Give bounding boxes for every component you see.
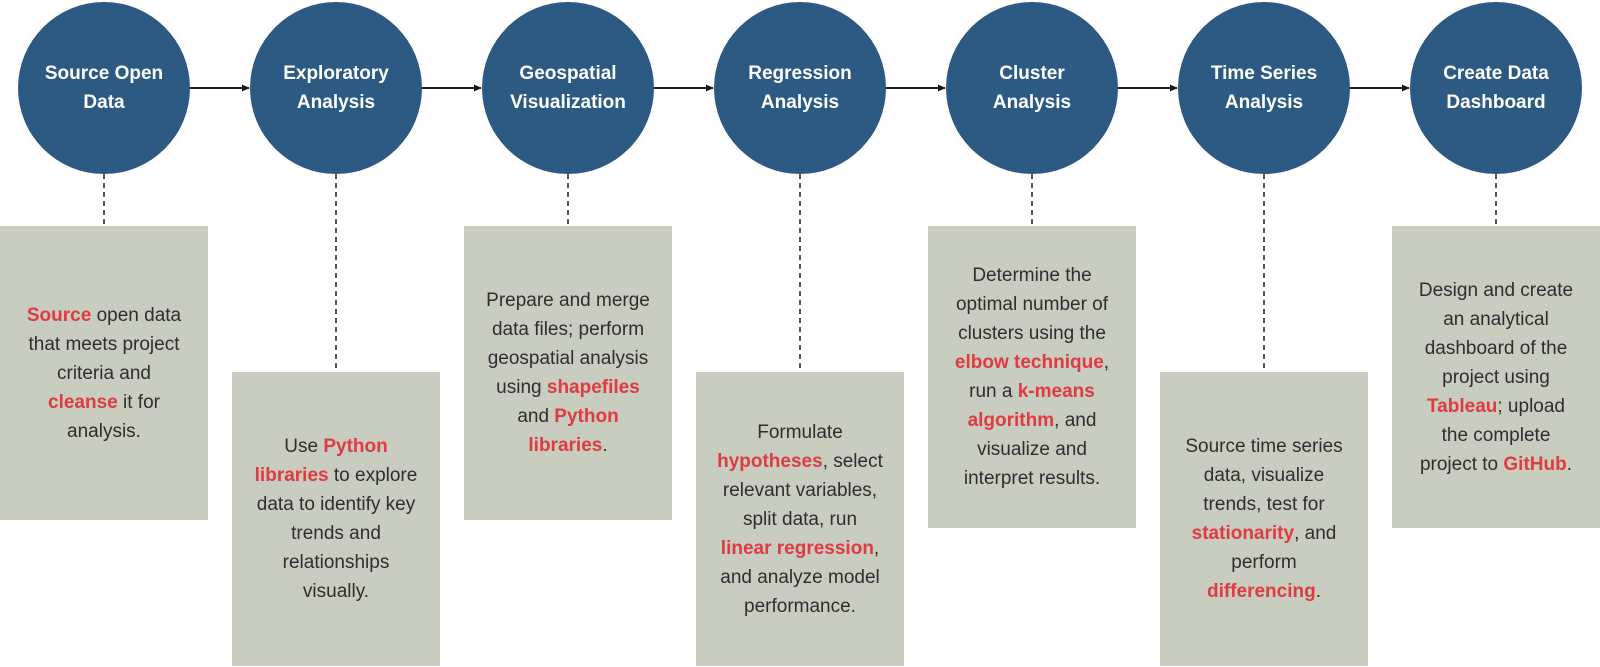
highlighted-term: Python libraries [528, 406, 619, 456]
step-description-box: Use Python libraries to explore data to … [232, 372, 440, 666]
step-description: Determine the optimal number of clusters… [948, 261, 1116, 493]
highlighted-term: Source [26, 304, 92, 326]
description-text: , and perform [1231, 523, 1337, 573]
step-description: Design and create an analytical dashboar… [1412, 276, 1580, 479]
step-description: Source open data that meets project crit… [20, 301, 188, 446]
description-text: Source time series data, visualize trend… [1185, 436, 1343, 515]
highlighted-term: elbow technique [954, 352, 1104, 373]
step-circle: Time Series Analysis [1178, 2, 1350, 174]
step-title: Time Series Analysis [1210, 63, 1318, 113]
step-description-box: Prepare and merge data files; perform ge… [464, 226, 672, 520]
description-text: ; upload the complete project to [1419, 395, 1565, 475]
step-description-box: Determine the optimal number of clusters… [928, 226, 1136, 528]
step-title: Source Open Data [44, 63, 164, 113]
step-description: Source time series data, visualize trend… [1180, 432, 1348, 606]
highlighted-term: Tableau [1426, 395, 1498, 417]
highlighted-term: stationarity [1191, 523, 1295, 544]
description-text: Formulate [757, 421, 843, 443]
highlighted-term: hypotheses [717, 450, 823, 472]
description-text: Prepare and merge data files; perform ge… [486, 290, 650, 398]
highlighted-term: differencing [1206, 581, 1316, 602]
step-description-box: Source open data that meets project crit… [0, 226, 208, 520]
highlighted-term: k-means algorithm [967, 381, 1095, 431]
description-text: Design and create an analytical dashboar… [1418, 279, 1574, 388]
step-circle: Regression Analysis [714, 2, 886, 174]
step-title: Cluster Analysis [992, 63, 1072, 113]
step-title: Exploratory Analysis [283, 63, 389, 113]
description-text: . [1315, 581, 1321, 602]
description-text: , select relevant variables, split data,… [722, 450, 883, 530]
highlighted-term: GitHub [1503, 453, 1567, 475]
highlighted-term: cleanse [48, 391, 118, 413]
description-text: . [602, 435, 608, 456]
description-text: . [1566, 453, 1573, 475]
step-circle: Exploratory Analysis [250, 2, 422, 174]
step-description-box: Source time series data, visualize trend… [1160, 372, 1368, 666]
step-title: Geospatial Visualization [510, 63, 626, 113]
step-description-box: Design and create an analytical dashboar… [1392, 226, 1600, 528]
step-title: Create Data Dashboard [1443, 63, 1549, 113]
step-description: Formulate hypotheses, select relevant va… [716, 418, 884, 621]
step-description: Prepare and merge data files; perform ge… [484, 286, 652, 460]
highlighted-term: shapefiles [546, 377, 640, 398]
step-title: Regression Analysis [748, 63, 852, 113]
description-text: Determine the optimal number of clusters… [955, 265, 1109, 344]
step-description-box: Formulate hypotheses, select relevant va… [696, 372, 904, 666]
description-text: , and visualize and interpret results. [963, 410, 1101, 489]
step-circle: Source Open Data [18, 2, 190, 174]
description-text: it for analysis. [67, 391, 160, 442]
description-text: and [517, 406, 555, 427]
description-text: , and analyze model performance. [720, 537, 880, 617]
step-description: Use Python libraries to explore data to … [252, 432, 420, 606]
description-text: to explore data to identify key trends a… [256, 465, 418, 602]
step-circle: Cluster Analysis [946, 2, 1118, 174]
highlighted-term: linear regression [720, 537, 874, 559]
step-circle: Geospatial Visualization [482, 2, 654, 174]
highlighted-term: Python libraries [254, 436, 388, 486]
description-text: open data that meets project criteria an… [28, 304, 182, 384]
description-text: Use [284, 436, 324, 457]
description-text: , run a [969, 352, 1110, 402]
step-circle: Create Data Dashboard [1410, 2, 1582, 174]
